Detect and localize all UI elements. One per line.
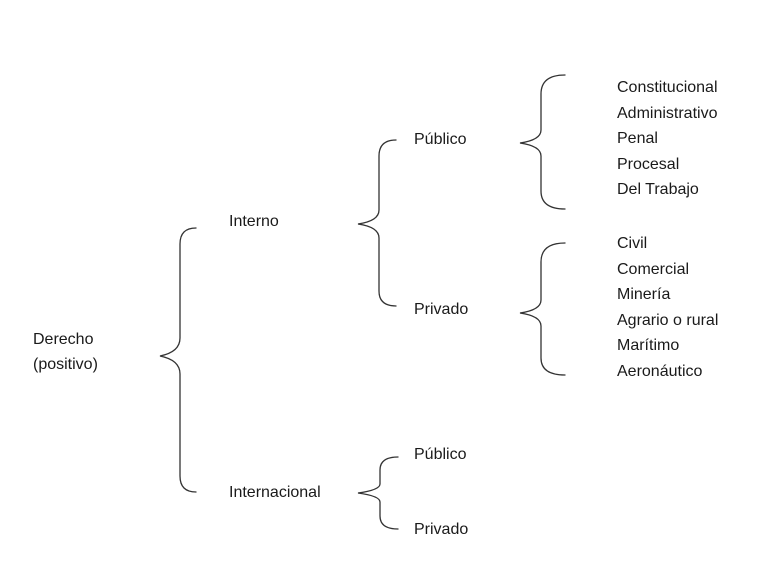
list-item: Aeronáutico xyxy=(617,362,703,380)
node-internacional-publico: Público xyxy=(414,446,467,463)
node-interno-publico: Público xyxy=(414,131,467,148)
internacional-brace xyxy=(357,456,399,530)
publico-list: Constitucional Administrativo Penal Proc… xyxy=(617,75,718,203)
root-label-line2: (positivo) xyxy=(33,356,98,373)
interno-brace xyxy=(357,139,397,307)
list-item: Agrario o rural xyxy=(617,311,719,329)
list-item: Procesal xyxy=(617,155,680,173)
list-item: Marítimo xyxy=(617,337,680,354)
list-item: Constitucional xyxy=(617,79,718,96)
privado-list: Civil Comercial Minería Agrario o rural … xyxy=(617,231,718,384)
list-item: Del Trabajo xyxy=(617,181,699,198)
list-item: Penal xyxy=(617,130,658,147)
list-item: Civil xyxy=(617,235,648,252)
root-brace xyxy=(159,227,197,493)
node-internacional: Internacional xyxy=(229,484,321,501)
root-label-line1: Derecho xyxy=(33,331,94,348)
node-internacional-privado: Privado xyxy=(414,521,469,538)
publico-brace xyxy=(519,74,566,210)
list-item: Minería xyxy=(617,286,671,303)
list-item: Comercial xyxy=(617,260,690,278)
node-interno: Interno xyxy=(229,213,279,230)
privado-brace xyxy=(519,242,566,376)
node-interno-privado: Privado xyxy=(414,301,469,318)
list-item: Administrativo xyxy=(617,104,718,122)
